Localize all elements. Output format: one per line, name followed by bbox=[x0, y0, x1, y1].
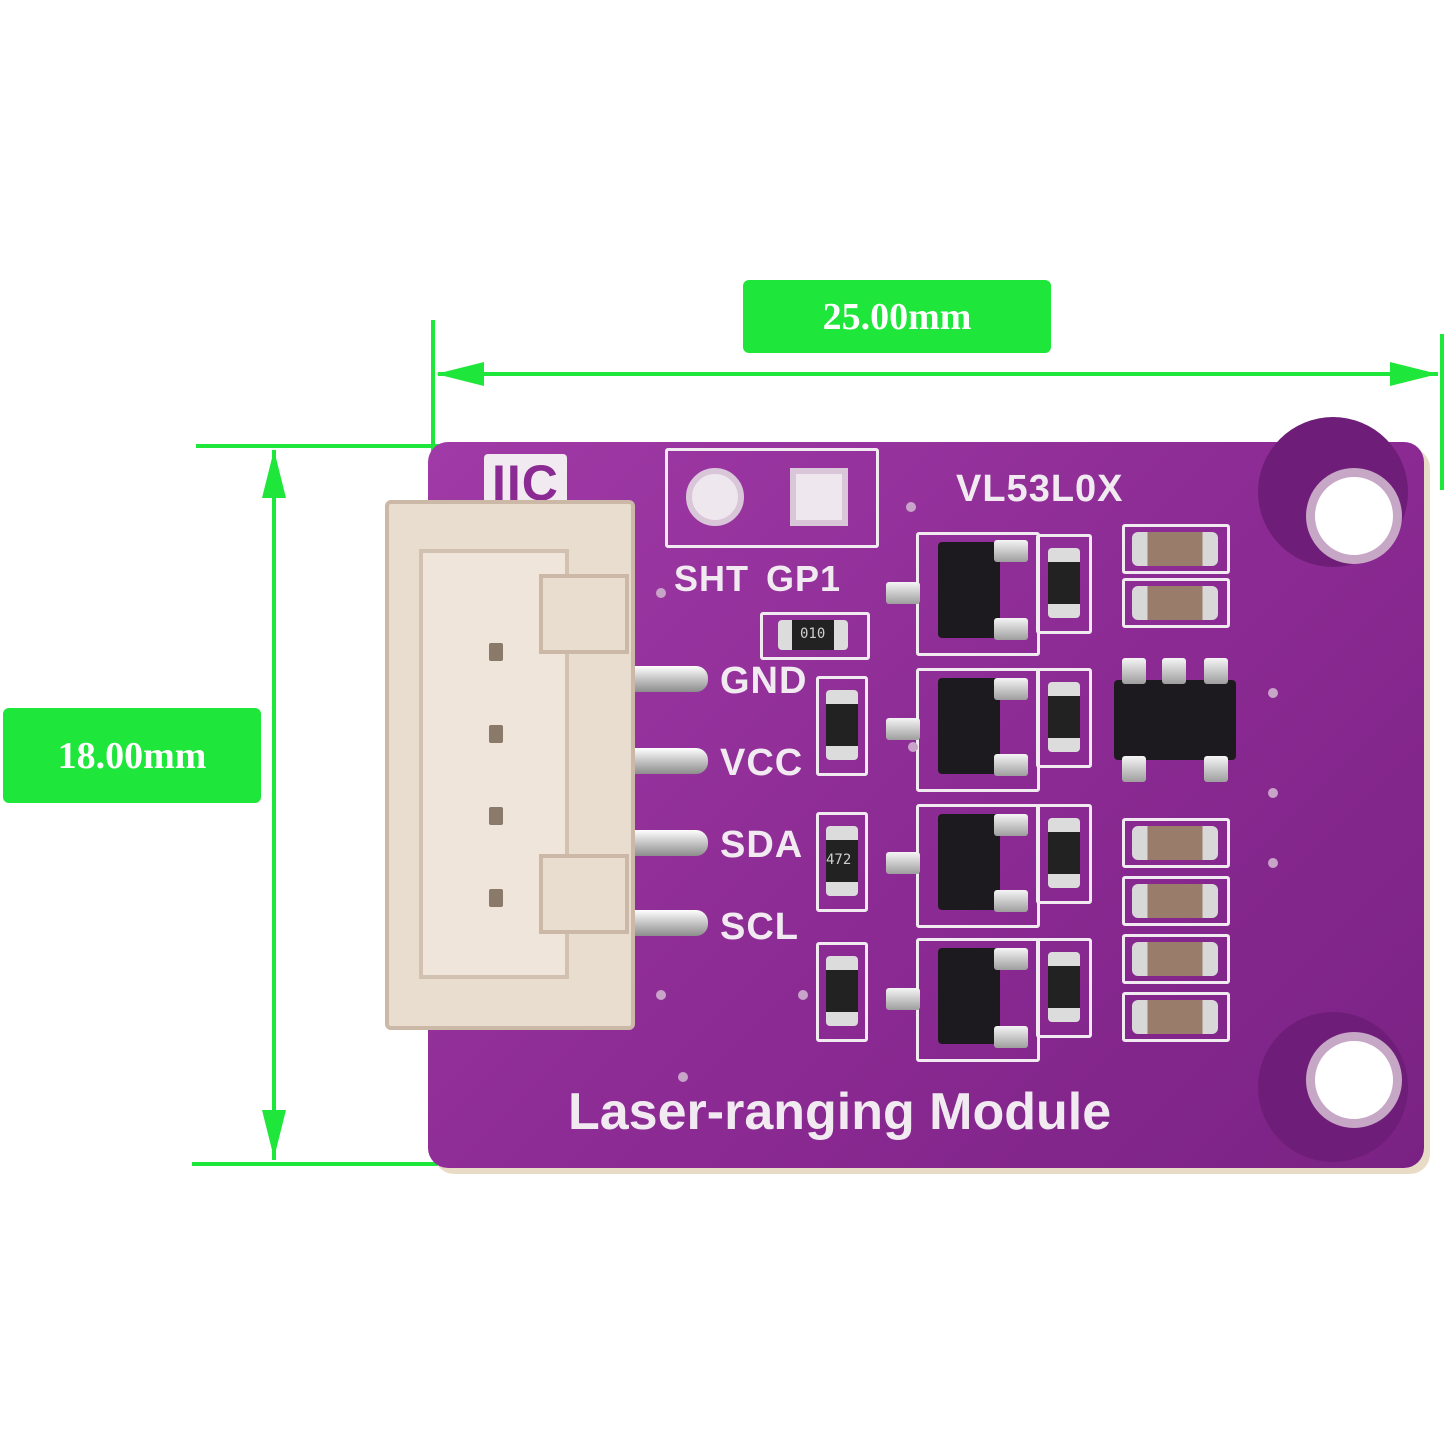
q4-pad bbox=[886, 988, 920, 1010]
connector-pin-1 bbox=[489, 643, 503, 661]
res-outline-r6 bbox=[1036, 668, 1092, 768]
jst-connector bbox=[385, 500, 635, 1030]
q3-pad bbox=[994, 814, 1028, 836]
via bbox=[656, 990, 666, 1000]
board-title: Laser-ranging Module bbox=[568, 1083, 1112, 1141]
cap-outline-c6 bbox=[1122, 992, 1230, 1042]
res-outline-r1 bbox=[760, 612, 870, 660]
q4-pad bbox=[994, 1026, 1028, 1048]
q1-pad bbox=[994, 618, 1028, 640]
transistor-q4 bbox=[938, 948, 1000, 1044]
via bbox=[1268, 858, 1278, 868]
resistor-r3 bbox=[826, 826, 858, 896]
height-dim-line bbox=[272, 450, 276, 1160]
width-dim-left-tick bbox=[431, 320, 435, 468]
q3-pad bbox=[886, 852, 920, 874]
capacitor-c5 bbox=[1132, 942, 1218, 976]
reg-pad bbox=[1204, 756, 1228, 782]
height-dim-label: 18.00mm bbox=[3, 708, 261, 803]
q2-pad bbox=[886, 718, 920, 740]
q4-pad bbox=[994, 948, 1028, 970]
resistor-r1 bbox=[778, 620, 848, 650]
resistor-r8 bbox=[1048, 952, 1080, 1022]
pin-label-scl: SCL bbox=[720, 906, 799, 948]
width-dim-right-arrow-icon bbox=[1390, 362, 1438, 386]
capacitor-c6 bbox=[1132, 1000, 1218, 1034]
height-dim-bottom-tick bbox=[192, 1162, 442, 1166]
height-dim-top-arrow-icon bbox=[262, 450, 286, 498]
width-dim-right-tick bbox=[1440, 334, 1444, 490]
height-dim-bottom-arrow-icon bbox=[262, 1110, 286, 1158]
pin-label-vcc: VCC bbox=[720, 742, 804, 784]
transistor-q1 bbox=[938, 542, 1000, 638]
resistor-r5 bbox=[1048, 548, 1080, 618]
jumper-label: SHT GP1 bbox=[674, 558, 842, 599]
width-dim-left-arrow-icon bbox=[436, 362, 484, 386]
reg-pad bbox=[1122, 756, 1146, 782]
chip-label: VL53L0X bbox=[956, 468, 1124, 510]
capacitor-c2 bbox=[1132, 586, 1218, 620]
cap-outline-c2 bbox=[1122, 578, 1230, 628]
q2-pad bbox=[994, 754, 1028, 776]
reg-pad bbox=[1204, 658, 1228, 684]
res-outline-r3 bbox=[816, 812, 868, 912]
q1-pad bbox=[886, 582, 920, 604]
res-outline-r8 bbox=[1036, 938, 1092, 1038]
via bbox=[1268, 688, 1278, 698]
q2-pad bbox=[994, 678, 1028, 700]
pin-label-sda: SDA bbox=[720, 824, 804, 866]
res-outline-r4 bbox=[816, 942, 868, 1042]
capacitor-c3 bbox=[1132, 826, 1218, 860]
jumper-outline bbox=[665, 448, 879, 548]
connector-pin-4 bbox=[489, 889, 503, 907]
connector-latch-top bbox=[539, 574, 629, 654]
q3-pad bbox=[994, 890, 1028, 912]
resistor-r7 bbox=[1048, 818, 1080, 888]
resistor-r4 bbox=[826, 956, 858, 1026]
jumper-pad-round bbox=[686, 468, 744, 526]
mount-hole-bottom bbox=[1306, 1032, 1402, 1128]
q1-pad bbox=[994, 540, 1028, 562]
resistor-r3-mark: 472 bbox=[826, 852, 852, 868]
regulator-chip bbox=[1114, 680, 1236, 760]
via bbox=[908, 742, 918, 752]
cap-outline-c5 bbox=[1122, 934, 1230, 984]
pin-label-gnd: GND bbox=[720, 660, 808, 702]
via bbox=[678, 1072, 688, 1082]
resistor-r6 bbox=[1048, 682, 1080, 752]
cap-outline-c4 bbox=[1122, 876, 1230, 926]
cap-outline-c3 bbox=[1122, 818, 1230, 868]
via bbox=[906, 502, 916, 512]
transistor-q2 bbox=[938, 678, 1000, 774]
cap-outline-c1 bbox=[1122, 524, 1230, 574]
via bbox=[798, 990, 808, 1000]
connector-pin-3 bbox=[489, 807, 503, 825]
width-dim-line bbox=[438, 372, 1438, 376]
reg-pad bbox=[1122, 658, 1146, 684]
res-outline-r7 bbox=[1036, 804, 1092, 904]
mount-hole-top bbox=[1306, 468, 1402, 564]
via bbox=[656, 588, 666, 598]
res-outline-r2 bbox=[816, 676, 868, 776]
reg-pad bbox=[1162, 658, 1186, 684]
jumper-pad-square bbox=[790, 468, 848, 526]
connector-latch-bottom bbox=[539, 854, 629, 934]
connector-pin-2 bbox=[489, 725, 503, 743]
resistor-r2 bbox=[826, 690, 858, 760]
width-dim-label: 25.00mm bbox=[743, 280, 1051, 353]
capacitor-c4 bbox=[1132, 884, 1218, 918]
via bbox=[1268, 788, 1278, 798]
resistor-r1-mark: 010 bbox=[800, 626, 826, 642]
res-outline-r5 bbox=[1036, 534, 1092, 634]
height-dim-top-tick bbox=[196, 444, 458, 448]
transistor-q3 bbox=[938, 814, 1000, 910]
capacitor-c1 bbox=[1132, 532, 1218, 566]
